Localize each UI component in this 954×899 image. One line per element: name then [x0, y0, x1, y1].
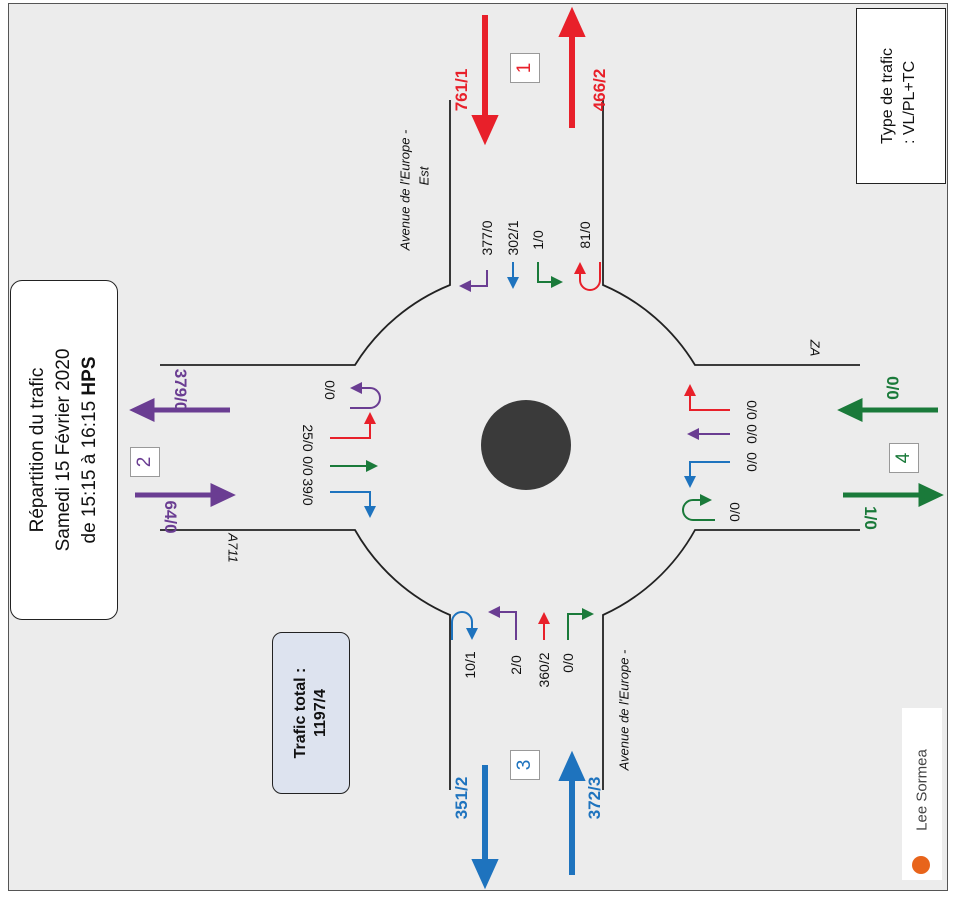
- info-text: Répartition du trafic Samedi 15 Février …: [25, 280, 103, 620]
- central-island: [481, 400, 571, 490]
- info-title: Répartition du trafic: [27, 367, 48, 533]
- arm-3-movement-right: 0/0: [560, 653, 576, 673]
- arm-3-movement-straight: 360/2: [536, 652, 552, 688]
- traffic-type-text: Type de trafic : VL/PL+TC: [877, 48, 921, 144]
- arm-3-number: 3: [514, 759, 535, 771]
- traffic-type-title: Type de trafic: [879, 47, 896, 145]
- road-edge-south-left: [160, 529, 451, 790]
- info-period: de 15:15 à 16:15 HPS: [79, 356, 100, 544]
- arm-2-movement-left: 25/0: [300, 424, 316, 452]
- arm-2-in: 64/0: [161, 500, 180, 534]
- total-box: [272, 632, 350, 794]
- arm-1-number: 1: [514, 62, 535, 74]
- logo-panel: [902, 708, 942, 880]
- arm-3-in: 372/3: [585, 776, 604, 820]
- arm-4-movement-right: 0/0: [744, 400, 760, 420]
- arm-3-road-name: Avenue de l'Europe -: [616, 649, 632, 771]
- traffic-type-box: [856, 8, 946, 184]
- info-period-tag: HPS: [79, 356, 100, 396]
- info-date: Samedi 15 Février 2020: [53, 348, 74, 552]
- arm-4-out: 1/0: [861, 506, 880, 530]
- logo-text: Lee Sormea: [913, 749, 931, 831]
- road-edge-north-right: [602, 100, 860, 366]
- arm-4-movement-straight: 0/0: [744, 424, 760, 444]
- arm-2-road-name: A711: [225, 533, 241, 563]
- info-box: [10, 280, 118, 620]
- arm-2-movement-straight: 0/0: [300, 456, 316, 476]
- diagram-frame: [8, 3, 948, 891]
- arm-2-out: 379/0: [171, 368, 190, 412]
- total-value: 1197/4: [312, 688, 329, 738]
- arm-2-box: [130, 447, 160, 477]
- arm-3-movement-left: 2/0: [508, 655, 524, 675]
- arm-4-movement-left: 0/0: [744, 452, 760, 472]
- arm-1-out: 466/2: [590, 68, 609, 112]
- arm-4-road-name: ZA: [807, 339, 823, 357]
- total-label: Trafic total :: [292, 667, 309, 759]
- arm-3-out: 351/2: [452, 776, 471, 820]
- arm-1-movement-straight: 302/1: [505, 220, 521, 256]
- logo-mark-icon: [912, 856, 930, 874]
- arm-1-movement-left: 377/0: [479, 220, 495, 256]
- arm-1-movement-uturn: 81/0: [577, 221, 593, 249]
- arm-2-movement-right: 39/0: [300, 478, 316, 506]
- road-edge-north-left: [160, 100, 451, 366]
- arm-1-road-name-2: Est: [416, 166, 432, 186]
- road-edge-south-right: [602, 529, 860, 790]
- traffic-type-value: : VL/PL+TC: [901, 60, 918, 145]
- arm-4-box: [889, 443, 919, 473]
- arm-1-box: [510, 53, 540, 83]
- arm-4-number: 4: [893, 452, 914, 464]
- arm-1-in: 761/1: [452, 68, 471, 112]
- arm-3-box: [510, 750, 540, 780]
- total-text: Trafic total : 1197/4: [291, 668, 331, 759]
- arm-2-movement-uturn: 0/0: [322, 380, 338, 400]
- arm-1-road-name: Avenue de l'Europe -: [397, 129, 413, 251]
- arm-3-movement-uturn: 10/1: [462, 651, 478, 679]
- arm-2-number: 2: [134, 456, 155, 468]
- arm-1-movement-right: 1/0: [530, 230, 546, 250]
- arm-4-in: 0/0: [883, 376, 902, 400]
- arm-4-movement-uturn: 0/0: [727, 502, 743, 522]
